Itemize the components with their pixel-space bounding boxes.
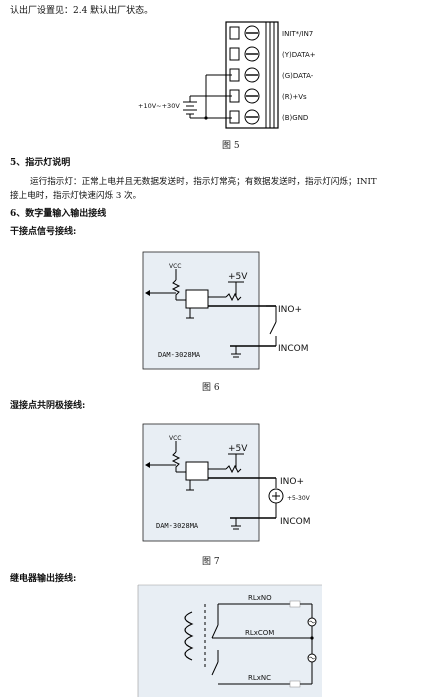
fig7-model-label: DAM-3028MA xyxy=(156,522,199,530)
fig7-incom-label: INCOM xyxy=(280,517,311,527)
terminal-slot-0 xyxy=(229,26,240,40)
pin-label-3: (R)+Vs xyxy=(282,93,307,101)
section-5-body-2: 接上电时，指示灯快速闪烁 3 次。 xyxy=(10,191,142,201)
fig8-no-label: RLxNO xyxy=(248,594,272,602)
fig7-vcc-label: VCC xyxy=(169,435,181,442)
fig7-in0-label: INO+ xyxy=(280,477,304,487)
dry-contact-title: 干接点信号接线: xyxy=(10,227,77,237)
fig8-nc-label: RLxNC xyxy=(248,674,271,682)
intro-line: 认出厂设置见：2.4 默认出厂状态。 xyxy=(10,6,154,16)
pin-label-0: INIT*/IN7 xyxy=(282,30,313,38)
pin-label-1: (Y)DATA+ xyxy=(282,51,316,59)
figure-7-caption: 图 7 xyxy=(202,557,220,567)
fig6-vcc-label: VCC xyxy=(169,263,181,270)
fig6-incom-label: INCOM xyxy=(278,344,309,354)
fig7-plus5v-label: +5V xyxy=(228,444,248,454)
terminal-slot-4 xyxy=(229,110,240,124)
pin-label-4: (B)GND xyxy=(282,114,308,122)
fig6-in0-label: INO+ xyxy=(278,305,302,315)
fig6-model-label: DAM-3028MA xyxy=(158,351,201,359)
figure-5-terminal-diagram: +10V~+30V INIT*/IN7 (Y)DATA+ (G)DATA- (R… xyxy=(138,21,316,129)
section-6-title: 6、数字量输入输出接线 xyxy=(10,209,107,219)
fig7-range-label: +5-30V xyxy=(287,495,311,502)
relay-output-title: 继电器输出接线: xyxy=(10,574,77,584)
figure-6-caption: 图 6 xyxy=(202,383,220,393)
pin-label-2: (G)DATA- xyxy=(282,72,314,80)
fig8-com-label: RLxCOM xyxy=(245,629,274,637)
section-5-title: 5、指示灯说明 xyxy=(10,158,71,168)
wet-contact-title: 湿接点共阴极接线: xyxy=(10,401,86,411)
figure-5-caption: 图 5 xyxy=(222,141,240,151)
fig6-plus5v-label: +5V xyxy=(228,272,248,282)
terminal-slot-1 xyxy=(229,47,240,61)
supply-voltage-label: +10V~+30V xyxy=(138,102,180,110)
section-5-body-1: 运行指示灯：正常上电并且无数据发送时，指示灯常亮；有数据发送时，指示灯闪烁；IN… xyxy=(30,177,377,187)
